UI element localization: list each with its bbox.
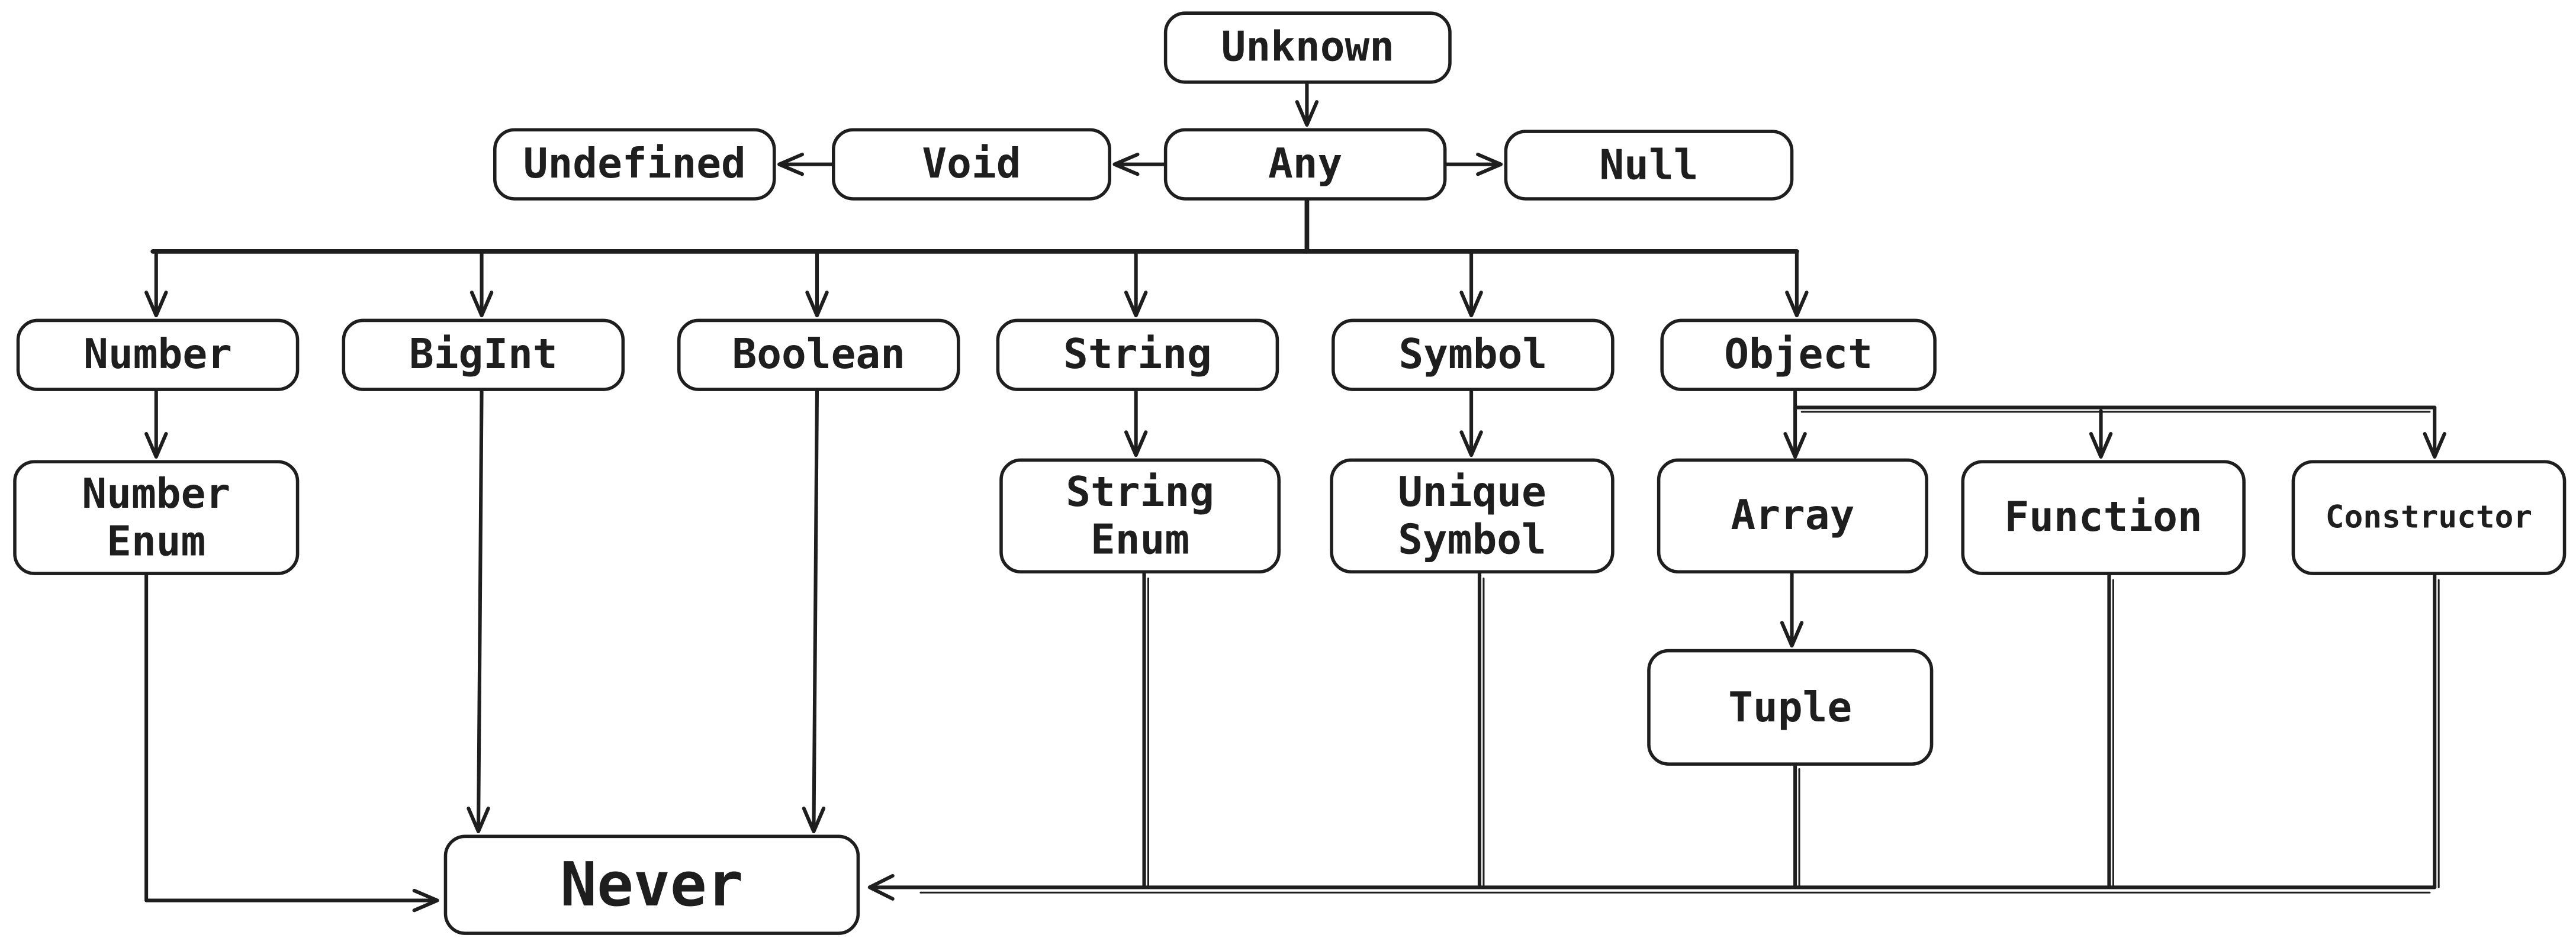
edge-object-to-children-bus <box>1783 389 2446 459</box>
node-number-enum[interactable]: Number Enum <box>13 460 300 575</box>
node-array-label: Array <box>1731 491 1855 540</box>
node-symbol[interactable]: Symbol <box>1332 318 1615 391</box>
node-null-label: Null <box>1599 141 1699 189</box>
node-never[interactable]: Never <box>443 834 860 935</box>
node-constructor[interactable]: Constructor <box>2291 460 2567 575</box>
node-number-enum-label: Number Enum <box>82 469 231 566</box>
node-string-enum-label: String Enum <box>1066 467 1214 564</box>
edge-bottom-bus-to-never-arrow <box>867 571 2440 901</box>
node-bigint[interactable]: BigInt <box>342 318 625 391</box>
edge-number-enum-to-never-arrow <box>144 573 439 913</box>
node-void[interactable]: Void <box>831 128 1112 201</box>
node-constructor-label: Constructor <box>2325 499 2533 536</box>
node-unique-symbol[interactable]: Unique Symbol <box>1330 458 1615 574</box>
node-any[interactable]: Any <box>1163 128 1447 201</box>
node-object[interactable]: Object <box>1660 318 1937 391</box>
node-string-enum[interactable]: String Enum <box>999 458 1281 574</box>
node-bigint-label: BigInt <box>409 330 558 379</box>
edge-void-to-undefined-arrow <box>777 152 834 176</box>
edge-any-to-primitives-bus <box>144 198 1809 318</box>
edge-boolean-to-never-arrow <box>802 389 826 834</box>
edge-any-to-null-arrow <box>1445 152 1503 176</box>
node-number[interactable]: Number <box>16 318 300 391</box>
edge-symbol-to-unique-symbol-arrow <box>1459 389 1483 457</box>
node-undefined[interactable]: Undefined <box>493 128 776 201</box>
node-unique-symbol-label: Unique Symbol <box>1398 467 1546 564</box>
edge-any-to-void-arrow <box>1112 152 1166 176</box>
node-object-label: Object <box>1724 330 1873 379</box>
node-boolean[interactable]: Boolean <box>677 318 960 391</box>
node-array[interactable]: Array <box>1657 458 1928 574</box>
edge-unknown-to-any-arrow <box>1295 82 1319 127</box>
node-never-label: Never <box>560 849 744 920</box>
edge-number-to-number-enum-arrow <box>144 389 168 459</box>
node-null[interactable]: Null <box>1504 130 1794 201</box>
node-tuple[interactable]: Tuple <box>1647 649 1934 766</box>
node-boolean-label: Boolean <box>732 330 906 379</box>
node-unknown[interactable]: Unknown <box>1163 11 1452 84</box>
node-unknown-label: Unknown <box>1221 23 1395 72</box>
edge-bigint-to-never-arrow <box>467 389 490 834</box>
node-symbol-label: Symbol <box>1398 330 1548 379</box>
node-function-label: Function <box>2004 493 2202 541</box>
node-string[interactable]: String <box>996 318 1279 391</box>
node-string-label: String <box>1063 330 1212 379</box>
node-function[interactable]: Function <box>1961 460 2246 575</box>
node-tuple-label: Tuple <box>1728 683 1853 731</box>
node-number-label: Number <box>83 330 232 379</box>
node-undefined-label: Undefined <box>523 140 746 188</box>
edge-array-to-tuple-arrow <box>1780 571 1804 648</box>
edge-string-to-string-enum-arrow <box>1124 389 1148 457</box>
node-void-label: Void <box>922 140 1021 188</box>
node-any-label: Any <box>1268 140 1343 188</box>
